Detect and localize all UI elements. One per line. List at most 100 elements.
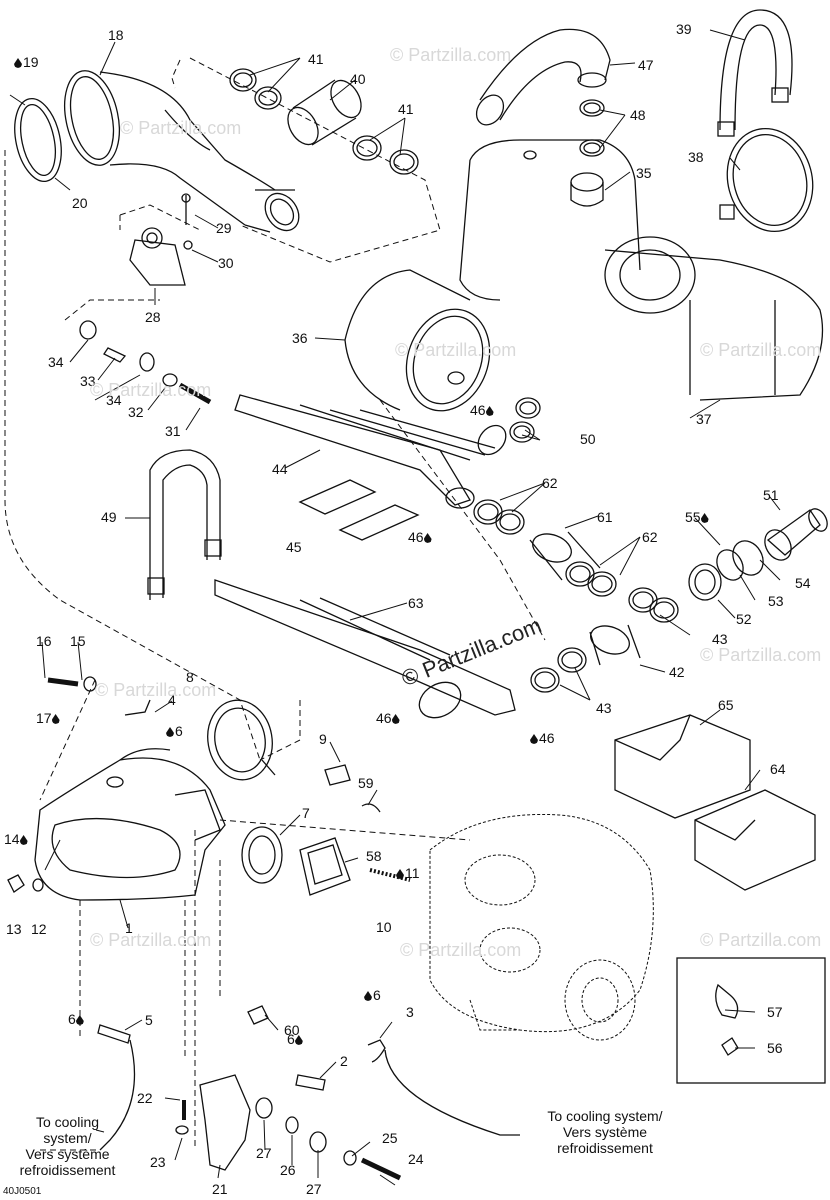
oil-drop-icon [364,991,372,1001]
blocks-64-65 [614,714,816,891]
callout-47: 47 [638,57,654,73]
fittings-2-3-5-60 [97,1005,520,1151]
oil-drop-icon [75,1015,84,1025]
callout-62: 62 [542,475,558,491]
callout-38: 38 [688,149,704,165]
callout-12: 12 [31,921,47,937]
callout-4: 4 [168,692,176,708]
callout-28: 28 [145,309,161,325]
callout-34-b: 34 [106,392,122,408]
watermark: © Partzilla.com [120,118,242,138]
callout-41-b: 41 [398,101,414,117]
engine-outline [429,813,654,1041]
oil-drop-icon [19,835,28,845]
callout-29: 29 [216,220,232,236]
callout-46-d: 46 [530,731,555,745]
bracket-28-29-30 [129,193,193,286]
callout-62-b: 62 [642,529,658,545]
callout-65: 65 [718,697,734,713]
callout-6: 6 [166,724,183,738]
watermark: © Partzilla.com [700,930,822,950]
watermark: © Partzilla.com [390,45,512,65]
callout-35: 35 [636,165,652,181]
callout-13: 13 [6,921,22,937]
callout-9: 9 [319,731,327,747]
part-36-drum [344,269,491,412]
oil-drop-icon [396,869,404,879]
callout-61: 61 [597,509,613,525]
callout-46-c: 46 [376,711,401,725]
callout-7: 7 [302,805,310,821]
callout-8: 8 [186,669,194,685]
callout-60: 60 [284,1022,300,1038]
callout-23: 23 [150,1154,166,1170]
callout-1: 1 [125,920,133,936]
callout-46-b: 46 [408,530,433,544]
cooling-note-right-line: refroidissement [557,1140,653,1156]
bracket-21-hardware-22-27 [175,1074,402,1181]
callout-2: 2 [340,1053,348,1069]
callout-43-b: 43 [596,700,612,716]
pads-45 [298,479,420,541]
oil-drop-icon [700,513,709,523]
watermark: © Partzilla.com [700,645,822,665]
callout-56: 56 [767,1040,783,1056]
clamps-62-sleeve-61 [473,499,617,597]
callout-33: 33 [80,373,96,389]
cooling-note-right-line: To cooling system/ [547,1108,663,1124]
oil-drop-icon [14,58,22,68]
callout-40: 40 [350,71,366,87]
callout-3: 3 [406,1004,414,1020]
part-1-manifold [34,748,226,901]
callout-51: 51 [763,487,779,503]
hardware-4-15-16-17 [47,676,151,716]
callout-55: 55 [685,510,710,524]
cooling-note-right: To cooling system/ Vers système refroidi… [525,1108,685,1156]
callout-64: 64 [770,761,786,777]
watermark: © Partzilla.com [700,340,822,360]
callout-21: 21 [212,1181,228,1197]
callout-50: 50 [580,431,596,447]
callout-54: 54 [795,575,811,591]
callout-49: 49 [101,509,117,525]
callout-34: 34 [48,354,64,370]
part-8-clamp [207,699,351,786]
callout-24: 24 [408,1151,424,1167]
callout-17: 17 [36,711,61,725]
callout-57: 57 [767,1004,783,1020]
clamps-41-sleeve-40 [229,68,419,175]
oil-drop-icon [51,714,60,724]
oil-drop-icon [530,734,538,744]
callout-52: 52 [736,611,752,627]
part-47-elbow [475,28,611,157]
callout-39: 39 [676,21,692,37]
callout-20: 20 [72,195,88,211]
callout-27-b: 27 [306,1181,322,1197]
callout-26: 26 [280,1162,296,1178]
cooling-note-left-line: Vers système [25,1146,110,1162]
callout-32: 32 [128,404,144,420]
fittings-51-55 [688,508,828,601]
gasket-7-part-58 [241,803,411,896]
inset-box-56-57 [676,957,826,1084]
callout-48: 48 [630,107,646,123]
callout-11: 11 [396,866,420,880]
strap-49 [147,449,222,600]
callout-63: 63 [408,595,424,611]
callout-31: 31 [165,423,181,439]
callout-10: 10 [376,919,392,935]
part-18-tube [14,70,300,233]
callout-41: 41 [308,51,324,67]
callout-59: 59 [358,775,374,791]
callout-44: 44 [272,461,288,477]
diagram-code: 40J0501 [3,1186,42,1197]
cooling-note-right-line: Vers système [562,1124,648,1140]
callout-58: 58 [366,848,382,864]
hardware-31-34 [79,320,212,405]
callout-46: 46 [470,403,495,417]
watermark: © Partzilla.com [90,930,212,950]
callout-5: 5 [145,1012,153,1028]
callout-19: 19 [14,55,39,69]
